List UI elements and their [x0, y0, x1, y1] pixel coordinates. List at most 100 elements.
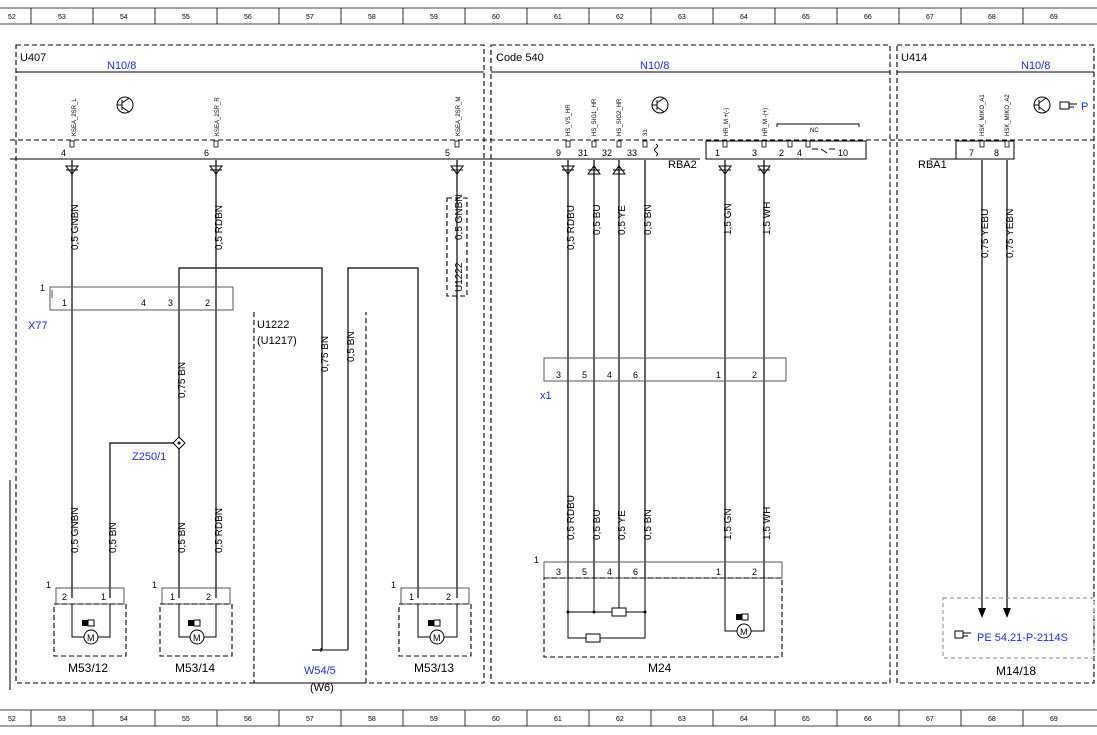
rba2-right-plug: [705, 140, 867, 160]
pointing-hand-icon[interactable]: [1059, 101, 1077, 110]
pin-number: 6: [204, 148, 209, 158]
pin-number: 32: [602, 148, 612, 158]
wire-label: 1,5 GN: [723, 203, 734, 235]
pin-number: 3: [752, 148, 757, 158]
svg-text:3: 3: [168, 298, 173, 308]
svg-text:4: 4: [607, 370, 612, 380]
column-number: 59: [430, 716, 438, 723]
motor-symbol: M: [87, 633, 95, 643]
svg-text:4: 4: [141, 298, 146, 308]
svg-text:3: 3: [556, 370, 561, 380]
svg-text:1: 1: [62, 298, 67, 308]
svg-text:1: 1: [101, 592, 106, 602]
column-number: 57: [306, 14, 314, 21]
nc-label: NC: [810, 128, 819, 134]
m14-18-reference-link[interactable]: PE 54.21-P-2114S: [977, 632, 1068, 644]
m14-18-label: M14/18: [996, 664, 1036, 678]
pin-terminal: [787, 140, 793, 148]
column-number: 54: [120, 14, 128, 21]
pin-terminal: [1004, 140, 1010, 148]
truncated-reference[interactable]: P: [1081, 101, 1088, 113]
pin-terminal: [805, 140, 811, 148]
wire-label: 0,5 BN: [177, 522, 188, 553]
x77-connector: 1 1 4 3 2: [40, 283, 234, 311]
x77-label: X77: [28, 320, 48, 332]
wire-label: 0,5 BU: [592, 204, 603, 235]
component-m53-13: 1 1 2 M: [391, 580, 472, 657]
column-number: 58: [368, 716, 376, 723]
pin-number: 2: [779, 148, 784, 158]
component-m53-14: 1 1 2 M: [152, 580, 233, 657]
column-number: 61: [554, 716, 562, 723]
wire-label: 0,5 BN: [346, 331, 357, 362]
component-m14-18: PE 54.21-P-2114S: [942, 597, 1095, 659]
section-title-u407: U407: [20, 52, 46, 64]
x1-connector: 3 5 4 6 1 2: [543, 357, 787, 382]
pin-number: 31: [578, 148, 588, 158]
section-title-code540: Code 540: [496, 52, 544, 64]
pin-number: 4: [61, 148, 66, 158]
svg-text:5: 5: [582, 567, 587, 577]
pin-terminal: [616, 140, 622, 148]
svg-text:2: 2: [62, 592, 67, 602]
svg-text:3: 3: [556, 567, 561, 577]
u1217-label: (U1217): [257, 335, 297, 347]
column-number: 64: [740, 716, 748, 723]
transistor-icon: [651, 96, 669, 114]
m53-13-label: M53/13: [414, 661, 454, 675]
section-module-code540: N10/8: [640, 60, 669, 72]
transistor-icon: [1033, 96, 1051, 114]
motor-symbol: M: [433, 633, 441, 643]
section-module-u414: N10/8: [1021, 60, 1050, 72]
svg-text:2: 2: [206, 592, 211, 602]
column-number: 59: [430, 14, 438, 21]
column-number: 62: [616, 14, 624, 21]
pin-number: 10: [838, 148, 848, 158]
svg-text:4: 4: [607, 567, 612, 577]
pin-terminal: [591, 140, 597, 148]
pointing-hand-icon[interactable]: [954, 630, 971, 639]
m24-label: M24: [648, 661, 672, 675]
column-number: 67: [926, 716, 934, 723]
wire-label: 1,5 WH: [762, 507, 773, 540]
wire-label: 1,5 GN: [723, 508, 734, 540]
svg-text:1: 1: [46, 580, 51, 590]
column-number: 52: [8, 14, 16, 21]
column-number: 65: [802, 716, 810, 723]
section-module-u407: N10/8: [107, 60, 136, 72]
pin-terminal: [761, 140, 767, 148]
column-number: 61: [554, 14, 562, 21]
svg-text:1: 1: [152, 580, 157, 590]
svg-text:2: 2: [446, 592, 451, 602]
m53-12-label: M53/12: [68, 661, 108, 675]
column-number: 66: [864, 716, 872, 723]
svg-text:1: 1: [534, 555, 539, 565]
arrow-icon: [978, 608, 986, 618]
column-number: 57: [306, 716, 314, 723]
svg-text:1: 1: [391, 580, 396, 590]
svg-text:2: 2: [752, 567, 757, 577]
column-number: 55: [182, 716, 190, 723]
signal-hs-sig2-hr: HS_SIG2_HR: [617, 98, 623, 136]
column-number: 52: [8, 716, 16, 723]
pin-terminal: [69, 140, 75, 148]
m53-14-label: M53/14: [175, 661, 215, 675]
w6-label: (W6): [310, 682, 334, 694]
column-number: 53: [58, 716, 66, 723]
column-number: 68: [988, 716, 996, 723]
transistor-icon: [116, 96, 134, 114]
rba1-label: RBA1: [918, 159, 947, 171]
signal-ksea-2sr-m: KSEA_2SR_M: [456, 97, 462, 136]
wire-label: 0,75 BN: [320, 336, 331, 372]
wire-label: 0,75 YEBN: [1005, 209, 1016, 258]
svg-text:6: 6: [633, 567, 638, 577]
contact-symbols: [65, 165, 771, 175]
module-pin-terminals: [69, 140, 1010, 148]
column-number: 64: [740, 14, 748, 21]
section-u414-frame: [896, 44, 1095, 684]
svg-text:6: 6: [633, 370, 638, 380]
u1222-label: U1222: [257, 319, 289, 331]
pin-terminal: [642, 140, 648, 148]
motor-symbol: M: [193, 633, 201, 643]
